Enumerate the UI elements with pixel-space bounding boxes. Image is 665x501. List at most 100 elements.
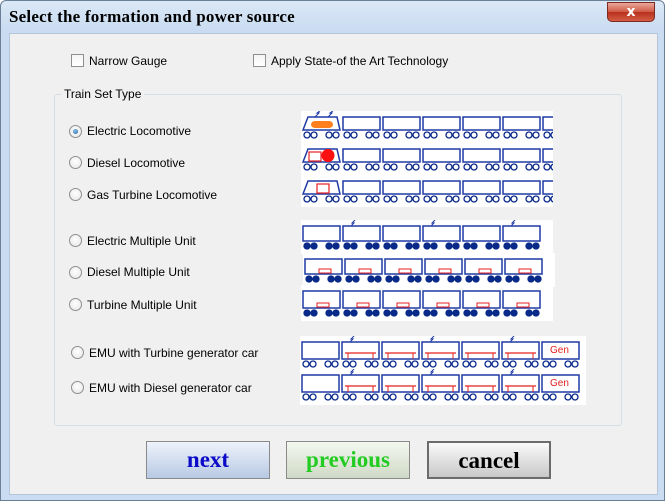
train-car <box>422 148 461 171</box>
train-illustration-5 <box>303 253 555 287</box>
train-car <box>382 290 421 317</box>
previous-button-label: previous <box>306 447 390 472</box>
train-type-radio-4[interactable] <box>69 234 82 247</box>
next-button[interactable]: next <box>146 441 270 479</box>
narrow-gauge-checkbox[interactable] <box>71 54 84 67</box>
train-car <box>502 220 541 250</box>
train-type-label-8[interactable]: EMU with Diesel generator car <box>89 381 252 395</box>
train-car <box>344 258 383 283</box>
train-car <box>381 374 420 401</box>
dialog-client-area: Narrow Gauge Apply State-of the Art Tech… <box>9 33 658 495</box>
train-car <box>382 116 421 139</box>
train-type-label-4[interactable]: Electric Multiple Unit <box>87 234 196 248</box>
train-car <box>342 148 381 171</box>
train-car <box>301 148 341 171</box>
train-car <box>501 369 540 401</box>
window-title: Select the formation and power source <box>9 7 295 26</box>
train-type-label-7[interactable]: EMU with Turbine generator car <box>89 346 259 360</box>
train-car <box>422 116 461 139</box>
train-type-radio-7[interactable] <box>71 346 84 359</box>
train-illustration-8: Gen <box>300 369 586 405</box>
train-type-radio-3[interactable] <box>69 188 82 201</box>
train-car <box>462 148 501 171</box>
train-car <box>422 180 461 203</box>
train-car <box>462 180 501 203</box>
train-car <box>421 336 460 368</box>
train-car <box>301 374 340 401</box>
train-car <box>502 180 541 203</box>
generator-car-label: Gen <box>550 378 569 389</box>
next-button-label: next <box>186 447 230 472</box>
narrow-gauge-label[interactable]: Narrow Gauge <box>89 54 168 68</box>
train-car <box>421 369 460 401</box>
diesel-loco-engine <box>321 149 335 162</box>
train-car <box>341 336 380 368</box>
train-car <box>381 341 420 368</box>
train-car <box>422 290 461 317</box>
train-car <box>424 258 463 283</box>
train-type-label-2[interactable]: Diesel Locomotive <box>87 156 186 170</box>
train-car <box>301 180 341 203</box>
train-car <box>501 336 540 368</box>
train-type-label-5[interactable]: Diesel Multiple Unit <box>87 265 190 279</box>
train-car <box>384 258 423 283</box>
train-car <box>304 258 343 283</box>
cancel-button[interactable]: cancel <box>427 441 551 479</box>
close-button[interactable]: x <box>607 2 655 22</box>
train-illustration-3 <box>301 175 553 207</box>
train-car <box>462 116 501 139</box>
train-car <box>542 148 553 171</box>
train-car <box>502 290 541 317</box>
train-type-radio-5[interactable] <box>69 266 82 279</box>
close-icon: x <box>626 4 636 20</box>
previous-button[interactable]: previous <box>286 441 410 479</box>
train-type-label-3[interactable]: Gas Turbine Locomotive <box>87 188 218 202</box>
cancel-button-label: cancel <box>458 448 520 473</box>
train-type-label-6[interactable]: Turbine Multiple Unit <box>87 298 197 312</box>
train-car <box>342 220 381 250</box>
train-car <box>462 290 501 317</box>
title-bar[interactable]: Select the formation and power source x <box>1 1 664 33</box>
train-car <box>504 258 543 283</box>
train-set-type-label: Train Set Type <box>61 87 145 101</box>
train-car <box>464 258 503 283</box>
turbine-engine <box>316 183 330 194</box>
train-type-radio-8[interactable] <box>71 381 84 394</box>
train-illustration-6 <box>301 285 553 321</box>
train-car <box>382 148 421 171</box>
train-illustration-4 <box>301 220 553 254</box>
state-of-art-checkbox[interactable] <box>253 54 266 67</box>
train-car <box>461 341 500 368</box>
train-car <box>342 116 381 139</box>
state-of-art-label[interactable]: Apply State-of the Art Technology <box>271 54 449 68</box>
train-car <box>342 290 381 317</box>
train-car <box>341 369 380 401</box>
train-type-radio-1[interactable] <box>69 125 82 138</box>
train-car <box>542 116 553 139</box>
train-car <box>422 220 461 250</box>
train-car <box>502 148 541 171</box>
train-car <box>461 374 500 401</box>
train-car <box>382 225 421 250</box>
train-car <box>542 180 553 203</box>
train-illustration-1 <box>301 111 553 143</box>
generator-car-label: Gen <box>550 345 569 356</box>
train-car <box>502 116 541 139</box>
train-car <box>462 225 501 250</box>
train-set-type-group <box>54 94 622 426</box>
train-car <box>301 341 340 368</box>
train-car <box>541 374 580 401</box>
train-car <box>302 225 341 250</box>
train-type-label-1[interactable]: Electric Locomotive <box>87 124 192 138</box>
train-type-radio-2[interactable] <box>69 156 82 169</box>
train-car <box>342 180 381 203</box>
train-car <box>382 180 421 203</box>
train-type-radio-6[interactable] <box>69 298 82 311</box>
train-car <box>301 111 341 139</box>
train-illustration-7: Gen <box>300 336 586 372</box>
electric-loco-body <box>311 121 333 128</box>
train-car <box>302 290 341 317</box>
train-car <box>541 341 580 368</box>
train-illustration-2 <box>301 143 553 175</box>
